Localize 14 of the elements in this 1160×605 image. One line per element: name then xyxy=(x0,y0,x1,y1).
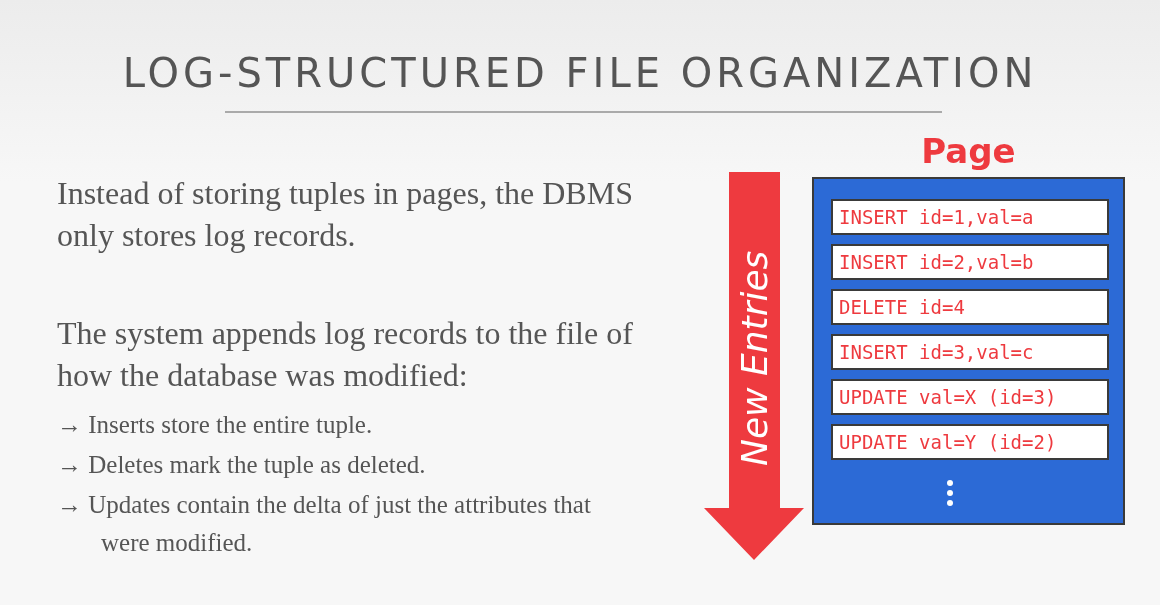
paragraph: The system appends log records to the file of how the database was modified: xyxy=(57,314,634,395)
paragraph: Instead of storing tuples in pages, the DBMS only stores log records. xyxy=(57,174,634,255)
record-box: INSERT id=2,val=b xyxy=(831,244,1109,280)
arrow-label: New Entries xyxy=(737,250,773,466)
bullet-text: → Inserts store the entire tuple. xyxy=(57,410,374,440)
page-heading: Page xyxy=(920,131,1017,171)
record-box: INSERT id=1,val=a xyxy=(831,199,1109,235)
slide-title: LOG-STRUCTURED FILE ORGANIZATION xyxy=(121,50,1039,96)
record-box: DELETE id=4 xyxy=(831,289,1109,325)
bullet-text: → Deletes mark the tuple as deleted. xyxy=(57,450,427,480)
record-box: UPDATE val=X (id=3) xyxy=(831,379,1109,415)
record-box: INSERT id=3,val=c xyxy=(831,334,1109,370)
record-box: UPDATE val=Y (id=2) xyxy=(831,424,1109,460)
bullet-text: → Updates contain the delta of just the attributes that were modified. xyxy=(57,490,592,558)
